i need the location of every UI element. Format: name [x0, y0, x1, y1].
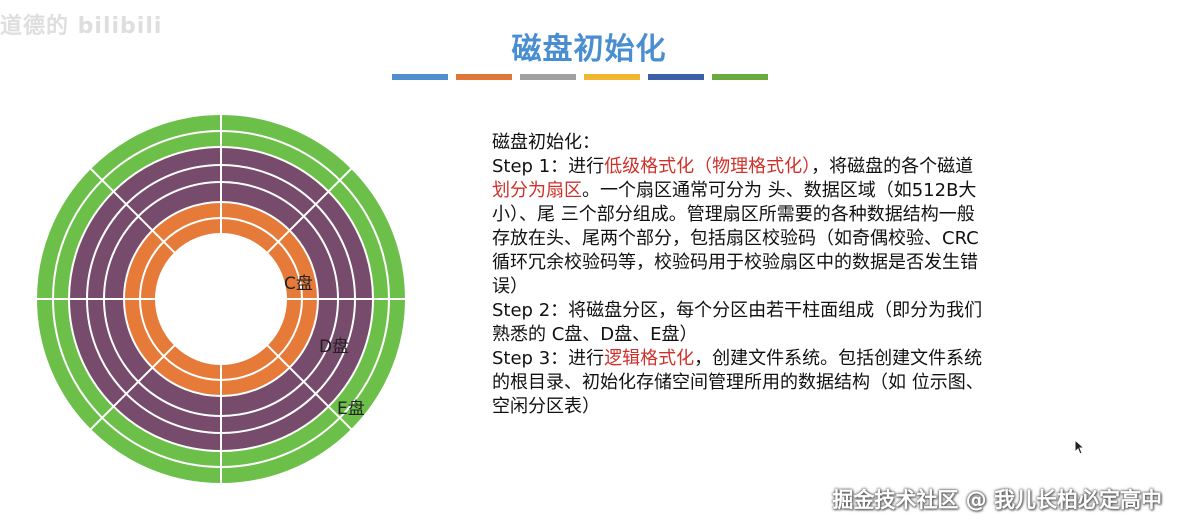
color-bar-2	[456, 74, 512, 80]
sector-divider-4	[89, 344, 176, 431]
label-e-drive: E盘	[337, 399, 365, 419]
mouse-cursor-icon	[1074, 439, 1086, 455]
label-d-drive: D盘	[319, 337, 349, 357]
disk-spindle-hole	[156, 234, 286, 364]
step1-line2-rest: 。一个扇区通常可分为 头、数据区域（如512B大	[582, 180, 977, 201]
color-bar-4	[584, 74, 640, 80]
description-text: 磁盘初始化： Step 1：进行低级格式化（物理格式化），将磁盘的各个磁道 划分…	[492, 131, 1132, 419]
sector-lines	[36, 114, 406, 484]
sector-divider-6	[89, 167, 176, 254]
step1-highlight-low-level-format: 低级格式化（物理格式化）	[604, 156, 812, 177]
label-c-drive: C盘	[284, 274, 313, 294]
step3-suffix: ，创建文件系统。包括创建文件系统	[694, 348, 983, 369]
step1-line4: 存放在头、尾两个部分，包括扇区校验码（如奇偶校验、CRC	[492, 228, 979, 249]
step1-highlight-sector-division: 划分为扇区	[492, 180, 582, 201]
color-bar-1	[392, 74, 448, 80]
page-title: 磁盘初始化	[511, 32, 667, 67]
step1-line6: 误）	[492, 276, 528, 297]
step1-prefix: Step 1：进行	[492, 156, 605, 177]
step3-line1: Step 3：进行逻辑格式化，创建文件系统。包括创建文件系统	[492, 347, 1132, 371]
step1-mid: ，将磁盘的各个磁道	[811, 156, 974, 177]
step3-line3: 空闲分区表）	[492, 396, 600, 417]
step1-line1: Step 1：进行低级格式化（物理格式化），将磁盘的各个磁道	[492, 155, 1132, 179]
step3-prefix: Step 3：进行	[492, 348, 605, 369]
color-bar-3	[520, 74, 576, 80]
disk-platter	[35, 113, 407, 485]
step2-line2: 熟悉的 C盘、D盘、E盘）	[492, 324, 698, 345]
color-bar-6	[712, 74, 768, 80]
bottom-right-watermark: 掘金技术社区 @ 我儿长柏必定高中	[832, 488, 1162, 512]
sector-divider-8	[266, 167, 353, 254]
top-left-watermark: 道德的 bilibili	[0, 14, 163, 39]
text-heading: 磁盘初始化：	[492, 132, 600, 153]
step2-line1: Step 2：将磁盘分区，每个分区由若干柱面组成（即分为我们	[492, 300, 983, 321]
sector-divider-2	[266, 344, 353, 431]
color-bar-5	[648, 74, 704, 80]
step1-line5: 循环冗余校验码等，校验码用于校验扇区中的数据是否发生错	[492, 252, 978, 273]
title-underline-bars	[392, 74, 768, 80]
step3-highlight-logical-format: 逻辑格式化	[604, 348, 695, 369]
step1-line3: 小）、尾 三个部分组成。管理扇区所需要的各种数据结构一般	[492, 204, 975, 225]
step1-line2: 划分为扇区。一个扇区通常可分为 头、数据区域（如512B大	[492, 179, 1132, 203]
step3-line2: 的根目录、初始化存储空间管理所用的数据结构（如 位示图、	[492, 372, 984, 393]
